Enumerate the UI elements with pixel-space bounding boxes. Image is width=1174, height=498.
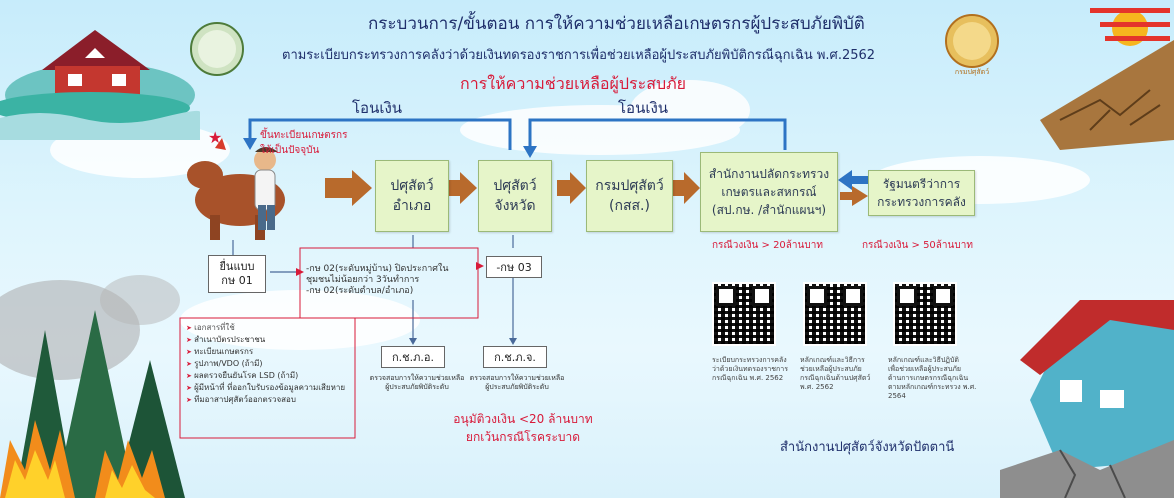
box4-limit: กรณีวงเงิน > 20ล้านบาท xyxy=(712,240,823,251)
qr-caption-1: ระเบียบกระทรวงการคลังว่าด้วยเงินทดรองราช… xyxy=(712,356,788,382)
form-kt03: -กษ 03 xyxy=(486,256,542,278)
committee-amphoe: ก.ช.ภ.อ. xyxy=(381,346,445,368)
footer-office: สำนักงานปศุสัตว์จังหวัดปัตตานี xyxy=(780,440,955,455)
kt02-outline xyxy=(299,247,479,319)
transfer-lines xyxy=(248,118,787,150)
flooded-house-illustration xyxy=(0,30,200,140)
drought-illustration xyxy=(1040,8,1174,150)
budget-note: อนุมัติวงเงิน <20 ล้านบาท ยกเว้นกรณีโรคร… xyxy=(453,412,593,444)
page-subtitle: ตามระเบียบกระทรวงการคลังว่าด้วยเงินทดรอง… xyxy=(282,48,876,63)
transfer-arrowhead-right xyxy=(523,146,537,158)
earthquake-house-illustration xyxy=(1000,300,1174,498)
document-item: สำเนาบัตรประชาชน xyxy=(186,334,354,346)
document-item: รูปภาพ/VDO (ถ้ามี) xyxy=(186,358,354,370)
form-kt01: ยื่นแบบกษ 01 xyxy=(208,255,266,293)
form-kt02-description: -กษ 02(ระดับหมู่บ้าน) ปิดประกาศใน ชุมชนไ… xyxy=(306,264,449,296)
committee-province: ก.ช.ภ.จ. xyxy=(483,346,547,368)
document-item: ทีมอาสาปศุสัตว์ออกตรวจสอบ xyxy=(186,394,354,406)
transfer-label-left: โอนเงิน xyxy=(352,99,403,117)
flow-arrows xyxy=(325,170,868,206)
page-title: กระบวนการ/ขั้นตอน การให้ความช่วยเหลือเกษ… xyxy=(368,14,865,34)
red-section-title: การให้ความช่วยเหลือผู้ประสบภัย xyxy=(460,74,687,93)
connector-lines xyxy=(232,235,514,340)
transfer-label-right: โอนเงิน xyxy=(618,99,669,117)
return-arrow-blue xyxy=(838,170,868,190)
box-finance-minister: รัฐมนตรีว่าการกระทรวงการคลัง xyxy=(868,170,975,216)
box-dld: กรมปศุสัตว์(กสส.) xyxy=(586,160,673,232)
box-opsmoac: สำนักงานปลัดกระทรวงเกษตรและสหกรณ์(สป.กษ.… xyxy=(700,152,838,232)
qr-code-2[interactable] xyxy=(803,282,867,346)
qr-caption-2: หลักเกณฑ์และวิธีการช่วยเหลือผู้ประสบภัยก… xyxy=(800,356,871,391)
document-item: ผลตรวจยืนยันโรค LSD (ถ้ามี) xyxy=(186,370,354,382)
farmer-note: ขึ้นทะเบียนเกษตรกร ให้เป็นปัจจุบัน xyxy=(260,130,348,156)
qr-caption-3: หลักเกณฑ์และวิธีปฏิบัติเพื่อช่วยเหลือผู้… xyxy=(888,356,977,400)
right-logo-emblem xyxy=(945,14,999,68)
committee-province-note: ตรวจสอบการให้ความช่วยเหลือผู้ประสบภัยพิบ… xyxy=(469,374,565,391)
transfer-arrowhead-left xyxy=(243,138,257,150)
documents-list: เอกสารที่ใช้ สำเนาบัตรประชาชน ทะเบียนเกษ… xyxy=(186,322,354,406)
committee-amphoe-note: ตรวจสอบการให้ความช่วยเหลือผู้ประสบภัยพิบ… xyxy=(369,374,465,391)
box-province-livestock: ปศุสัตว์จังหวัด xyxy=(478,160,552,232)
right-logo-caption: กรมปศุสัตว์ xyxy=(954,68,990,76)
forest-fire-illustration xyxy=(0,275,185,498)
star-icon: ★ xyxy=(208,128,223,147)
farmer-and-cow-illustration xyxy=(187,138,285,240)
qr-code-3[interactable] xyxy=(893,282,957,346)
left-logo-emblem xyxy=(190,22,244,76)
qr-code-1[interactable] xyxy=(712,282,776,346)
document-item: ผู้มีหน้าที่ ที่ออกใบรับรองข้อมูลความเสี… xyxy=(186,382,354,394)
box5-limit: กรณีวงเงิน > 50ล้านบาท xyxy=(862,240,973,251)
box-amphoe-livestock: ปศุสัตว์อำเภอ xyxy=(375,160,449,232)
documents-outline xyxy=(179,317,356,439)
document-item: ทะเบียนเกษตรกร xyxy=(186,346,354,358)
